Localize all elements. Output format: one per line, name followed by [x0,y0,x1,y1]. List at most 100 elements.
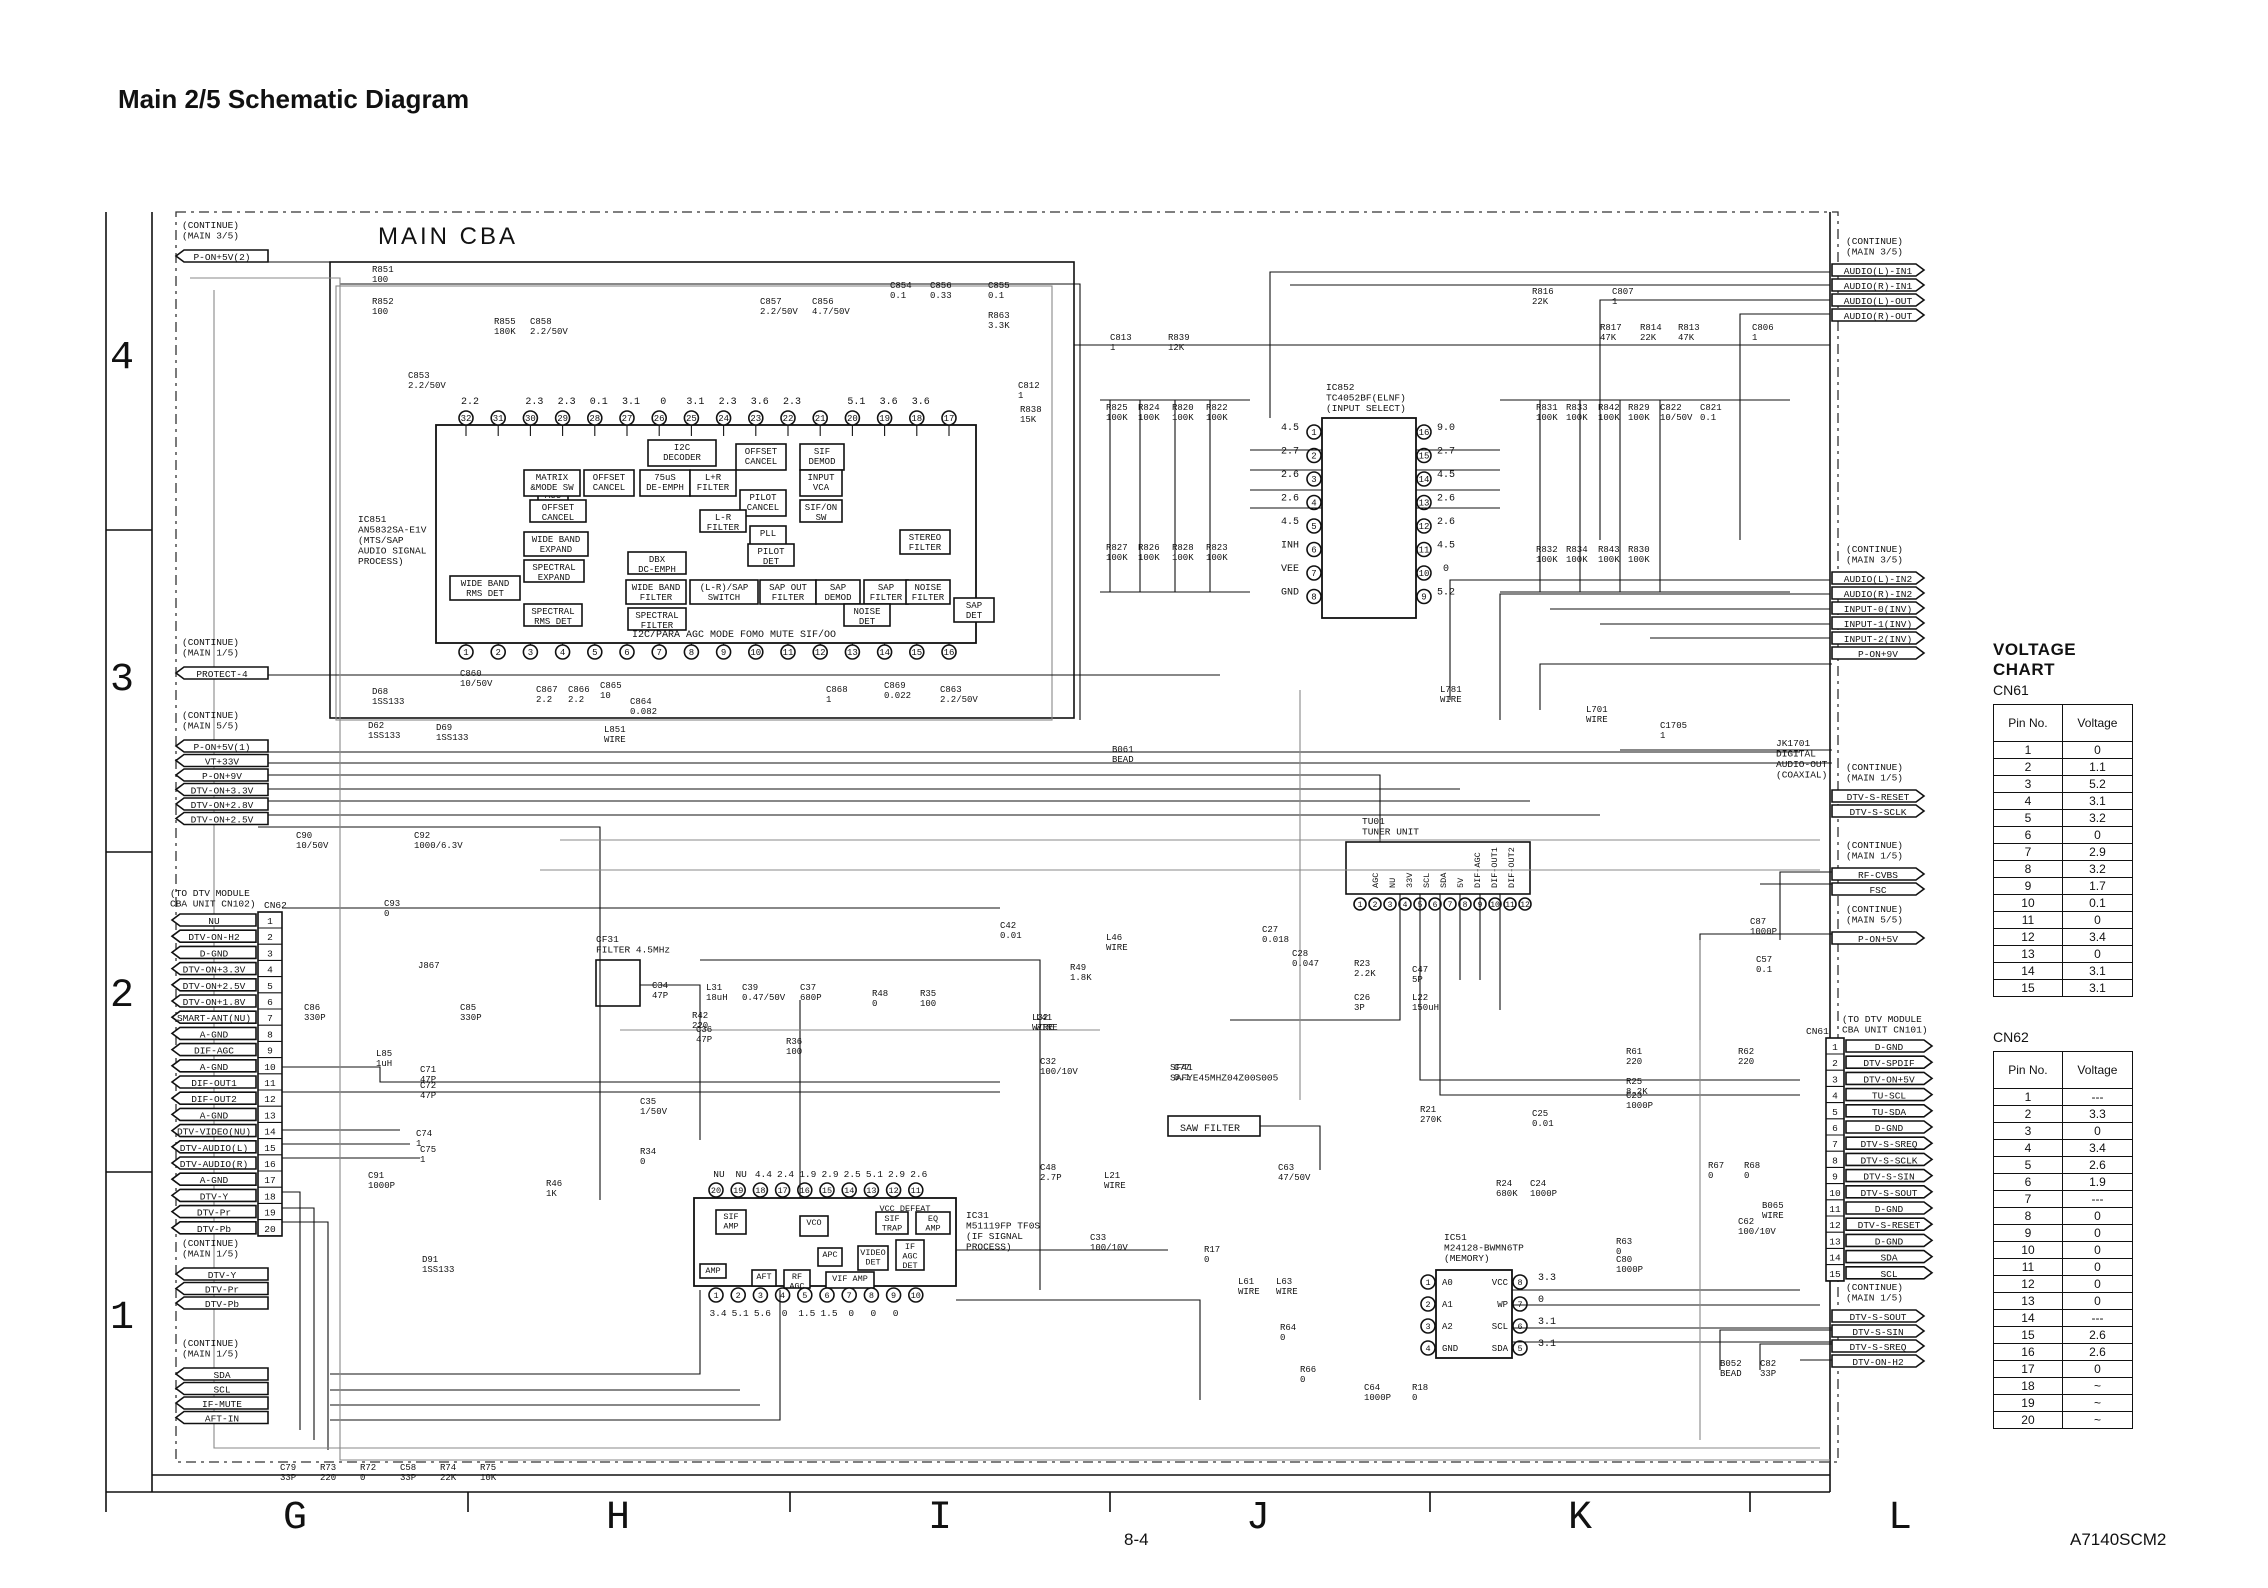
component-label: WIRE [1276,1287,1298,1297]
pin-number-cell: 15 [1993,1326,2063,1344]
ic852-pin-voltage: 4.5 [1281,517,1299,528]
cn62-pin-number: 7 [267,1013,273,1024]
cn62-note: (TO DTV MODULE [170,888,250,899]
ic851-pin-number: 12 [815,648,826,658]
voltage-cell: 3.3 [2061,1105,2134,1123]
cn61-pin-tag-label: D-GND [1875,1123,1904,1134]
ic851-pin-voltage: 3.1 [686,397,704,408]
component-label: C58 [400,1463,416,1473]
ic31-block-label: AFT [756,1272,771,1282]
component-label: C93 [384,899,400,909]
ic851-block-label: SAP OUT [769,583,807,593]
component-label: 0.1 [890,291,906,301]
ic851-block-label: MATRIX [536,473,569,483]
component-label: WIRE [1238,1287,1260,1297]
tuner-pin-number: 7 [1448,901,1453,910]
ic31-pin-voltage: 0 [893,1308,899,1319]
component-label: J867 [418,961,440,971]
ic851-block-label: FILTER [697,483,730,493]
ic851-function-block [523,559,585,583]
connector-tag-label: DTV-ON+2.5V [191,815,254,826]
ic851-block-label: INPUT [807,473,835,483]
continue-note: (CONTINUE) [182,220,239,231]
component-label: 22K [1640,333,1657,343]
component-label: C807 [1612,287,1634,297]
component-label: R64 [1280,1323,1296,1333]
ic31-pin [708,1287,724,1303]
cn62-chart-label: CN62 [1993,1029,2029,1045]
continue-note: (MAIN 5/5) [1846,915,1903,926]
ic31-function-block [857,1245,889,1271]
component-label: C87 [1750,917,1766,927]
component-label: 1 [1018,391,1023,401]
ic851-function-block [449,575,521,601]
cn61-pin-number: 1 [1832,1042,1838,1053]
continue-note: (CONTINUE) [1846,904,1903,915]
pin-number-cell: 15 [1993,979,2063,997]
cn62-pin-number: 14 [264,1127,276,1138]
ic851-block-label: &MODE SW [530,483,574,493]
cn61-ref: CN61 [1806,1026,1829,1037]
cn62-pin-tag [170,977,257,992]
component-label: C71 [420,1065,436,1075]
connector-tag [1831,571,1926,585]
component-label: 100/10V [1738,1227,1776,1237]
ic851-block-label: NOISE [853,607,880,617]
cn62-pin-number: 13 [264,1110,276,1121]
component-label: L85 [376,1049,392,1059]
component-label: R813 [1678,323,1700,333]
ic852-pin-voltage: 2.6 [1437,494,1455,505]
cn61-pin-tag [1845,1168,1934,1183]
ic851-pin-number: 1 [463,648,468,658]
voltage-cell: 0 [2061,826,2134,844]
connector-tag [1831,278,1926,292]
component-label: 100K [1206,553,1228,563]
voltage-cell: 0 [2061,945,2134,963]
ic31-pin [774,1182,791,1198]
component-label: 18uH [706,993,728,1003]
cn62-pin-number: 1 [267,916,273,927]
cn62-pin-tag [170,1010,257,1025]
ic851-pin-voltage: 2.3 [719,397,737,408]
component-label: R34 [640,1147,656,1157]
voltage-cell: 0 [2061,1207,2134,1225]
ic31-pin [796,1182,813,1198]
component-label: 10/50V [296,841,329,851]
ic852-pin-voltage: 2.7 [1437,447,1455,458]
ic851-block-label: NOISE [914,583,941,593]
cn61-pin-number: 8 [1832,1155,1838,1166]
ic851-block-label: VCA [813,483,830,493]
ic851-block-label: SPECTRAL [635,611,678,621]
cn62-pin-tag-label: DTV-Y [200,1191,229,1202]
component-label: R62 [1738,1047,1754,1057]
cn62-pin-tag-label: DTV-ON+2.5V [183,981,246,992]
cn61-pin-tag [1845,1249,1934,1264]
component-label: R816 [1532,287,1554,297]
component-label: C47 [1412,965,1428,975]
cn61-pin-number: 12 [1829,1220,1841,1231]
ic851-block-label: L+R [705,473,722,483]
component-label: C64 [1364,1383,1380,1393]
ic31-block-label: APC [822,1250,837,1260]
ic31-pin-number: 14 [844,1186,854,1196]
cn62-row: 18~ [1993,1377,2134,1395]
ic851-block-label: EXPAND [540,545,572,555]
ic851-pin-number: 24 [718,414,729,424]
connector-tag [1831,308,1926,322]
cn61-pin-tag-label: D-GND [1875,1042,1904,1053]
ic852-pin-voltage: 0 [1443,564,1449,575]
ic851-block-label: DET [859,617,876,627]
pin-number-cell: 16 [1993,1343,2063,1361]
component-label: 100K [1628,555,1650,565]
board-label: MAIN CBA [378,223,518,250]
pin-number-cell: 12 [1993,1275,2063,1293]
cn62-pin-tag-label: DTV-ON-H2 [188,932,240,943]
continue-note: (CONTINUE) [182,1238,239,1249]
connector-tag-label: P-ON+5V(1) [193,742,250,753]
continue-note: (CONTINUE) [182,1338,239,1349]
tuner-pin-name: 5V [1456,877,1466,888]
